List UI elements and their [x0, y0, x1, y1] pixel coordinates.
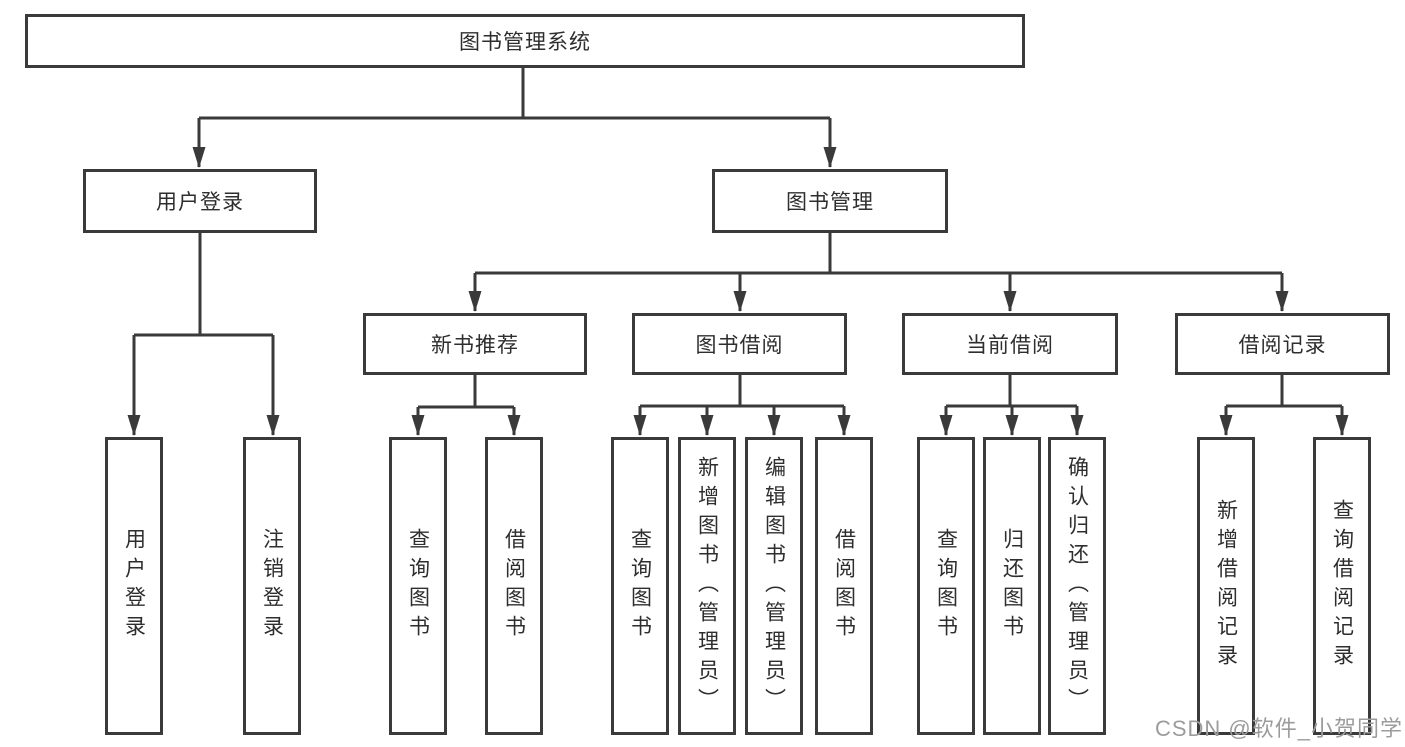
leaf-add-borrow-record: 新增借阅记录 [1197, 437, 1255, 735]
node-current-borrow: 当前借阅 [902, 313, 1118, 375]
leaf-edit-book-admin: 编辑图书（管理员） [745, 437, 803, 735]
leaf-logout-login: 注销登录 [243, 437, 301, 735]
node-book-management: 图书管理 [712, 169, 948, 233]
leaf-label: 查询图书 [934, 528, 958, 644]
leaf-user-login: 用户登录 [105, 437, 163, 735]
leaf-label: 借阅图书 [502, 528, 526, 644]
leaf-label: 注销登录 [260, 528, 284, 644]
leaf-query-borrow-record: 查询借阅记录 [1313, 437, 1371, 735]
node-label: 图书管理系统 [459, 31, 591, 54]
node-label: 用户登录 [156, 191, 244, 214]
csdn-watermark: CSDN @软件_小贺同学 [1154, 716, 1403, 741]
leaf-label: 查询图书 [406, 528, 430, 644]
node-label: 借阅记录 [1238, 334, 1327, 357]
leaf-label: 借阅图书 [832, 528, 856, 644]
leaf-label: 用户登录 [122, 528, 146, 644]
node-new-book-recommend: 新书推荐 [363, 313, 587, 375]
leaf-add-book-admin: 新增图书（管理员） [678, 437, 736, 735]
leaf-label: 编辑图书（管理员） [762, 455, 786, 717]
node-book-borrow: 图书借阅 [632, 313, 847, 375]
leaf-return-book: 归还图书 [983, 437, 1041, 735]
leaf-borrow-book: 借阅图书 [815, 437, 873, 735]
node-user-login: 用户登录 [83, 169, 317, 233]
node-label: 当前借阅 [966, 334, 1054, 357]
leaf-query-book-current: 查询图书 [917, 437, 975, 735]
leaf-label: 归还图书 [1000, 528, 1024, 644]
leaf-label: 查询借阅记录 [1330, 499, 1354, 673]
leaf-query-book-recommend: 查询图书 [389, 437, 447, 735]
node-library-management-system: 图书管理系统 [25, 14, 1025, 68]
node-label: 图书借阅 [695, 334, 784, 357]
leaf-query-book-borrow: 查询图书 [611, 437, 669, 735]
leaf-label: 查询图书 [628, 528, 652, 644]
leaf-borrow-book-recommend: 借阅图书 [485, 437, 543, 735]
node-borrow-record: 借阅记录 [1175, 313, 1390, 375]
node-label: 新书推荐 [431, 334, 519, 357]
leaf-label: 确认归还（管理员） [1065, 455, 1089, 717]
leaf-confirm-return-admin: 确认归还（管理员） [1048, 437, 1106, 735]
node-label: 图书管理 [786, 191, 874, 214]
leaf-label: 新增图书（管理员） [695, 455, 719, 717]
leaf-label: 新增借阅记录 [1214, 499, 1238, 673]
